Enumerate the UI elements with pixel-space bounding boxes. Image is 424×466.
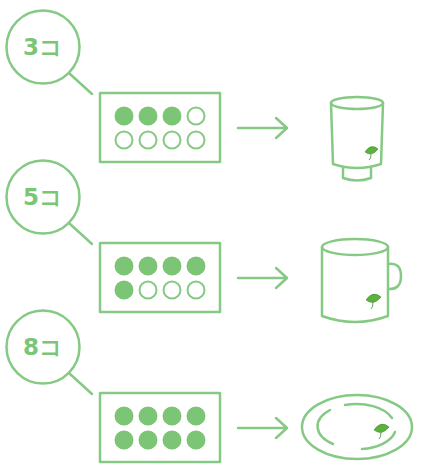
circle-shape <box>7 161 80 234</box>
plate-inner-arc <box>345 404 392 418</box>
filled-dot <box>140 258 157 275</box>
filled-dot <box>116 108 133 125</box>
empty-dot <box>164 282 181 299</box>
leaf-mark <box>374 424 389 432</box>
filled-dot <box>116 258 133 275</box>
empty-dot <box>140 282 157 299</box>
empty-dot <box>116 132 133 149</box>
tray-box <box>100 243 220 312</box>
circle-shape <box>7 11 80 84</box>
filled-dot <box>188 432 205 449</box>
count-circle: 5コ <box>5 159 81 235</box>
leader-line <box>70 224 92 244</box>
mug-rim <box>322 239 388 255</box>
empty-dot <box>188 282 205 299</box>
filled-dot <box>188 258 205 275</box>
arrow <box>238 118 287 138</box>
mug-body <box>322 247 388 322</box>
filled-dot <box>188 408 205 425</box>
filled-dot <box>164 432 181 449</box>
filled-dot <box>164 408 181 425</box>
leaf-stem <box>369 154 371 160</box>
leaf-mark <box>365 147 378 154</box>
cup-foot <box>343 168 371 181</box>
filled-dot <box>164 108 181 125</box>
empty-dot <box>164 132 181 149</box>
filled-dot <box>140 108 157 125</box>
filled-dot <box>164 258 181 275</box>
circle-shape <box>7 311 80 384</box>
plate-inner-arc <box>362 432 395 449</box>
tray-box <box>100 393 220 462</box>
empty-dot <box>140 132 157 149</box>
arrow <box>238 268 287 288</box>
count-circle: 8コ <box>5 309 81 385</box>
leader-line <box>70 74 92 94</box>
leader-line <box>70 374 92 394</box>
plate-rim <box>302 395 412 459</box>
count-label: 3コ <box>23 32 63 63</box>
count-label: 5コ <box>23 182 63 213</box>
filled-dot <box>116 408 133 425</box>
cup-body <box>331 103 383 168</box>
filled-dot <box>116 432 133 449</box>
leaf-mark <box>366 294 381 302</box>
leaf-stem <box>379 432 381 439</box>
mug-handle <box>388 264 401 289</box>
empty-dot <box>188 108 205 125</box>
filled-dot <box>140 432 157 449</box>
leaf-stem <box>371 302 373 309</box>
plate-inner-arc <box>318 410 333 444</box>
tray-box <box>100 93 220 162</box>
empty-dot <box>188 132 205 149</box>
count-label: 8コ <box>23 332 63 363</box>
filled-dot <box>140 408 157 425</box>
filled-dot <box>116 282 133 299</box>
arrow <box>238 418 287 438</box>
cup-rim <box>331 97 383 109</box>
count-circle: 3コ <box>5 9 81 85</box>
